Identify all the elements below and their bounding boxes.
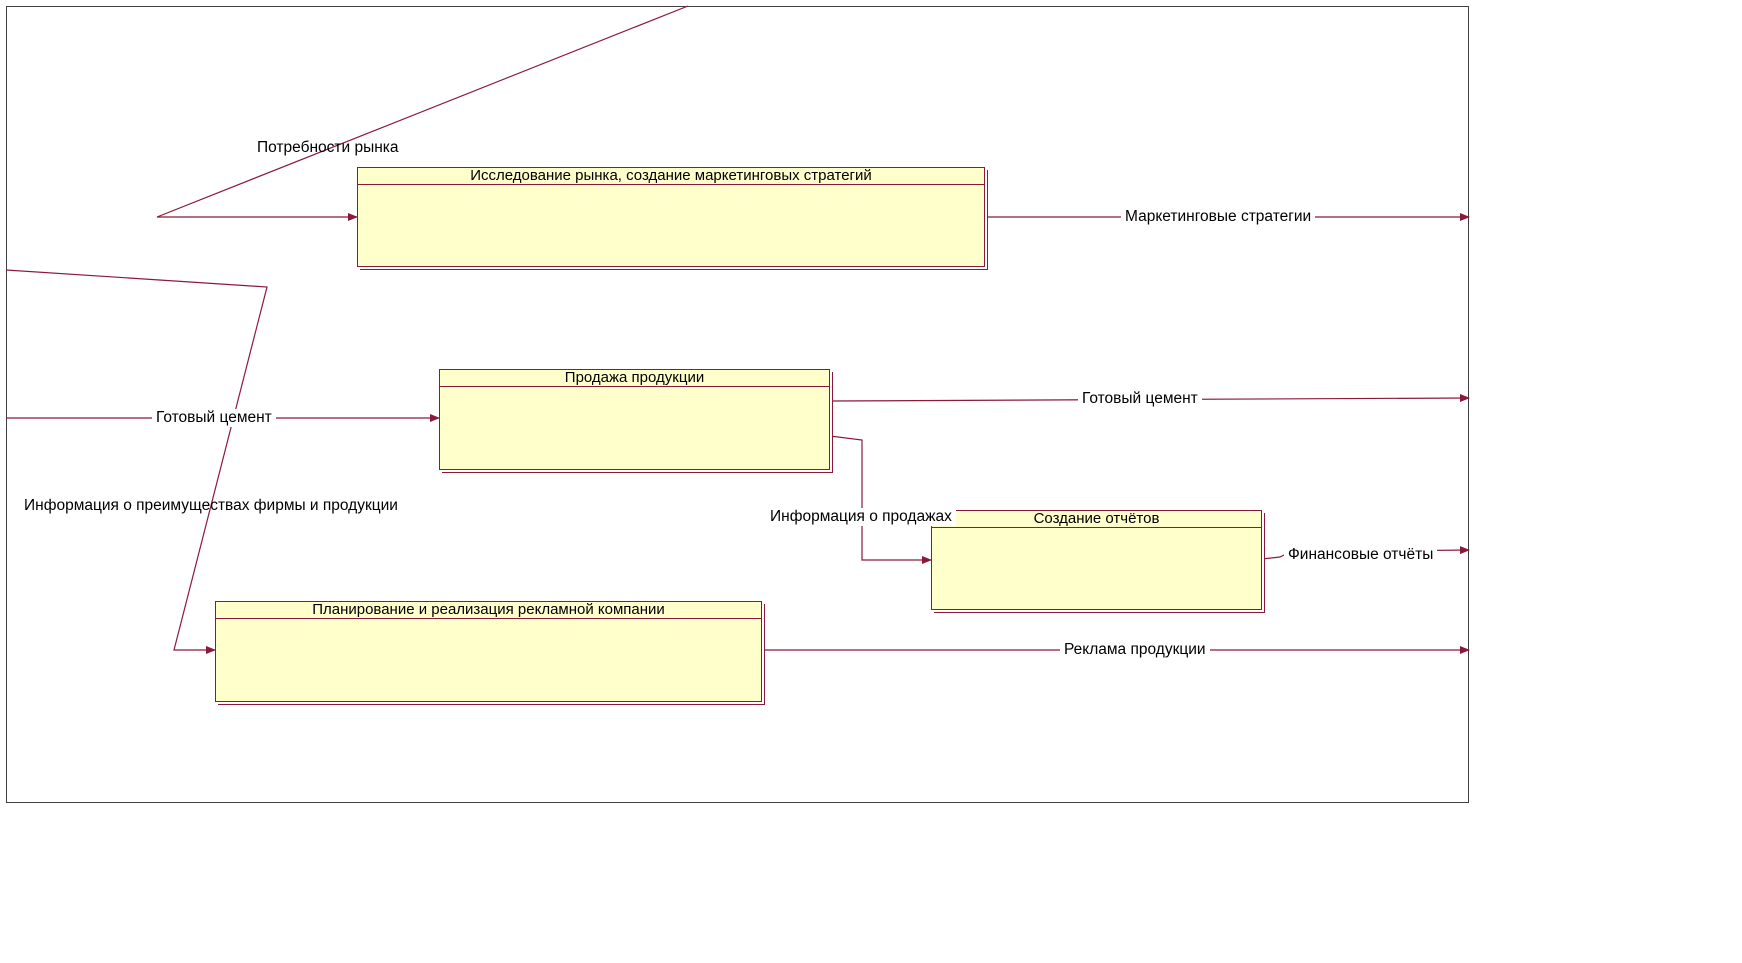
arrow-sales-info[interactable] [829,435,932,564]
label-product-ads: Реклама продукции [1060,641,1210,659]
box-research-title: Исследование рынка, создание маркетингов… [358,168,984,185]
arrow-company-info[interactable] [5,269,268,654]
label-ready-cement-out: Готовый цемент [1078,390,1202,408]
box-sales[interactable]: Продажа продукции [439,369,830,470]
box-advertising-title: Планирование и реализация рекламной комп… [216,602,761,619]
label-sales-info: Информация о продажах [766,508,956,526]
label-marketing-strategies: Маркетинговые стратегии [1121,208,1316,226]
box-research[interactable]: Исследование рынка, создание маркетингов… [357,167,985,267]
label-ready-cement-in: Готовый цемент [152,409,276,427]
box-sales-title: Продажа продукции [440,370,829,387]
diagram-frame [6,6,1469,803]
label-company-info: Информация о преимуществах фирмы и проду… [24,497,398,514]
label-market-needs: Потребности рынка [257,139,399,156]
label-financial-reports: Финансовые отчёты [1284,546,1438,564]
arrow-market-needs[interactable] [156,5,689,221]
box-reports[interactable]: Создание отчётов [931,510,1262,610]
box-reports-title: Создание отчётов [932,511,1261,528]
box-advertising[interactable]: Планирование и реализация рекламной комп… [215,601,762,702]
